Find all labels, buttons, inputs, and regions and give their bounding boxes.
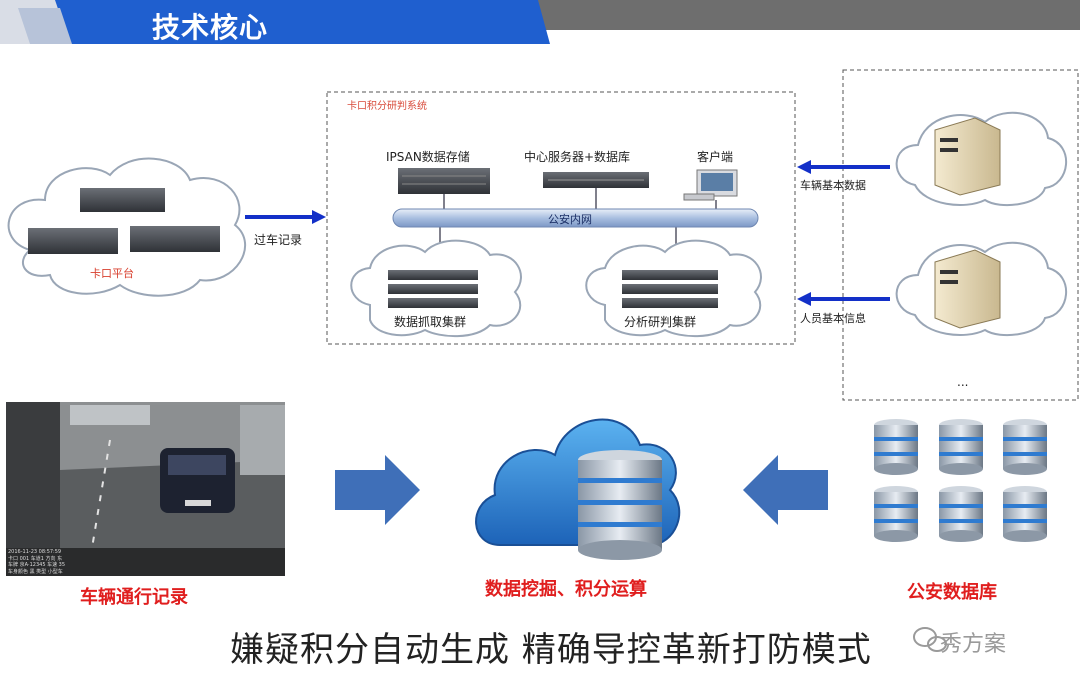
watermark: 秀方案 <box>940 632 1007 657</box>
arrow-vehicle-data <box>797 160 890 174</box>
client-label: 客户端 <box>697 150 734 164</box>
analysis-cluster-label: 分析研判集群 <box>624 315 697 329</box>
arrow-person-data <box>797 292 890 306</box>
network-pipe <box>392 208 759 228</box>
network-label: 公安内网 <box>548 213 592 226</box>
traffic-camera-photo <box>6 402 285 576</box>
database-icon <box>1003 486 1047 542</box>
vehicle-data-server-cloud <box>895 111 1067 207</box>
center-caption: 数据挖掘、积分运算 <box>485 579 647 600</box>
slogan: 嫌疑积分自动生成 精确导控革新打防模式 <box>230 630 872 670</box>
database-icon <box>874 486 918 542</box>
database-icon <box>939 419 983 475</box>
server-label: 中心服务器+数据库 <box>524 150 631 164</box>
system-title: 卡口积分研判系统 <box>347 101 427 112</box>
system-box <box>326 91 796 345</box>
header-bar <box>0 0 1080 44</box>
right-top-label: 车辆基本数据 <box>800 179 866 192</box>
car-icon <box>160 448 235 513</box>
right-more-label: ... <box>957 375 969 389</box>
analysis-cluster-cloud <box>585 239 762 338</box>
database-icon <box>874 419 918 475</box>
ipsan-storage-icon <box>398 168 490 194</box>
camera-overlay-line: 车牌 京A·12345 车速 35 <box>8 562 66 568</box>
page-title: 技术核心 <box>152 11 269 44</box>
right-mid-label: 人员基本信息 <box>800 312 866 325</box>
wechat-icon <box>913 627 947 652</box>
data-source-box <box>842 69 1079 401</box>
right-caption: 公安数据库 <box>907 582 997 603</box>
person-data-server-cloud <box>895 241 1067 337</box>
left-cloud <box>7 157 247 297</box>
left-cloud-label: 卡口平台 <box>90 267 134 280</box>
camera-overlay-line: 2016-11-23 08:57:59 <box>8 549 62 555</box>
left-caption: 车辆通行记录 <box>80 587 188 608</box>
storage-device <box>80 188 165 212</box>
database-icon <box>1003 419 1047 475</box>
storage-device <box>130 226 220 252</box>
database-icon <box>939 486 983 542</box>
server-icon <box>543 172 649 188</box>
storage-label: IPSAN数据存储 <box>386 150 470 164</box>
capture-cluster-label: 数据抓取集群 <box>394 315 467 329</box>
camera-overlay-line: 卡口 001 车道1 方向 东 <box>8 555 63 562</box>
cloud-database-icon <box>475 418 681 560</box>
block-arrow-right <box>335 455 420 525</box>
client-computer-icon <box>683 169 738 201</box>
arrow-left-label: 过车记录 <box>254 233 303 247</box>
camera-overlay-line: 车身颜色 黑 类型 小型车 <box>8 568 63 575</box>
camera-overlay: 2016-11-23 08:57:59 卡口 001 车道1 方向 东 车牌 京… <box>8 549 283 575</box>
block-arrow-left <box>743 455 828 525</box>
capture-cluster-cloud <box>350 239 522 338</box>
storage-device <box>28 228 118 254</box>
arrow-to-system <box>245 210 326 224</box>
